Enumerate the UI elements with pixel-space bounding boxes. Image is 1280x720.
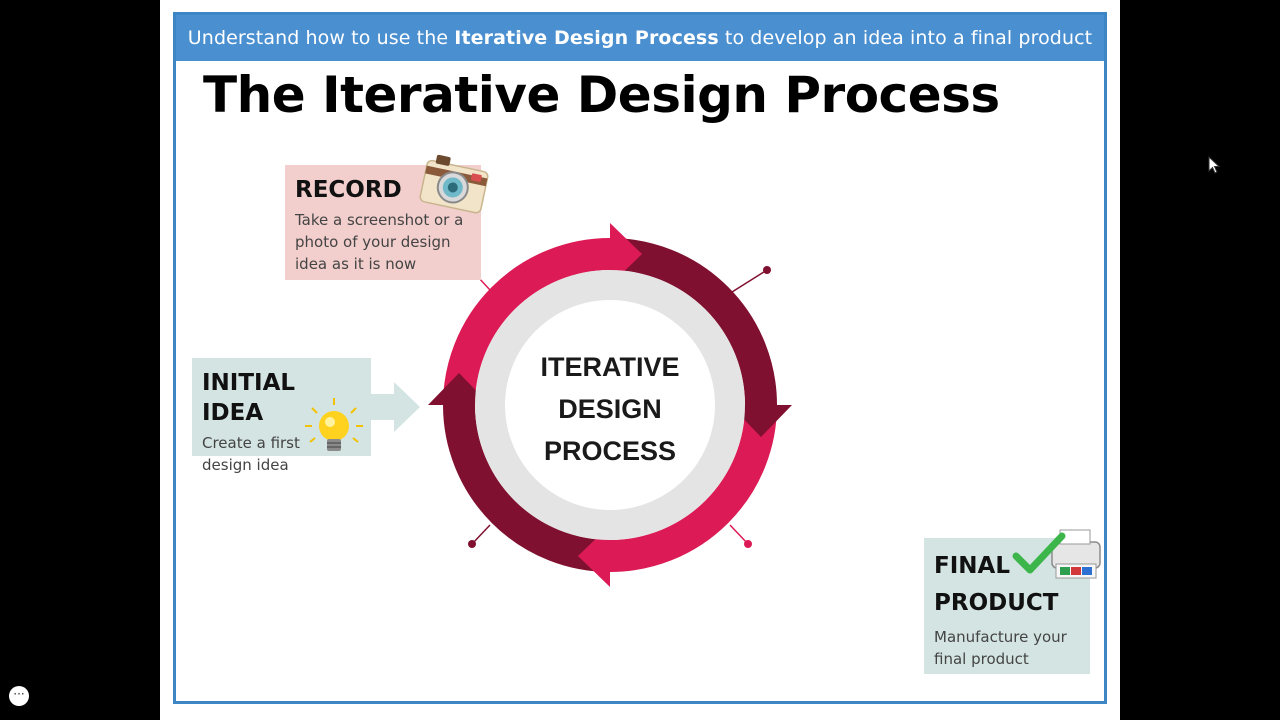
final-line-2: final product [934,650,1029,668]
arrowhead-bottom [578,525,610,587]
record-line-2: photo of your design [295,233,451,251]
final-line-1: Manufacture your [934,628,1067,646]
cycle-diagram: ITERATIVE DESIGN PROCESS [428,223,792,587]
arrowhead-left [428,373,490,405]
initial-text: Create a first design idea [202,432,361,476]
cursor-icon [1208,156,1220,174]
center-line-1: ITERATIVE [540,352,679,382]
banner-bold: Iterative Design Process [454,27,719,49]
banner-suffix: to develop an idea into a final product [718,27,1093,49]
record-text: Take a screenshot or a photo of your des… [295,209,471,275]
center-line-3: PROCESS [544,436,676,466]
initial-arrow-icon [370,382,420,432]
arc-top-right [609,238,777,406]
initial-heading: INITIAL IDEA [202,370,296,426]
initial-idea-card: INITIAL IDEA Create a first design idea [192,358,371,474]
initial-line-1: Create a first [202,434,300,452]
record-line-3: idea as it is now [295,255,417,273]
record-heading: RECORD [295,177,402,203]
arrowhead-right [730,405,792,437]
arc-top-left [443,238,611,406]
center-line-2: DESIGN [558,394,662,424]
final-heading-1: FINAL [934,553,1010,579]
arc-bottom-left [443,404,611,572]
final-text: Manufacture your final product [934,626,1080,670]
objective-banner: Understand how to use the Iterative Desi… [176,15,1104,61]
more-icon[interactable]: ··· [9,686,29,706]
banner-prefix: Understand how to use the [187,27,455,49]
slide-title: The Iterative Design Process [203,66,1000,124]
final-heading-2: PRODUCT [934,590,1059,616]
initial-line-2: design idea [202,456,289,474]
arrowhead-top [610,223,642,285]
lightbulb-icon [305,398,363,451]
arc-bottom-right [609,404,777,572]
slide-frame [173,12,1107,704]
camera-icon [419,154,489,214]
record-card: RECORD Take a screenshot or a photo of y… [285,165,481,280]
record-line-1: Take a screenshot or a [295,211,464,229]
printer-check-icon [1012,529,1101,579]
